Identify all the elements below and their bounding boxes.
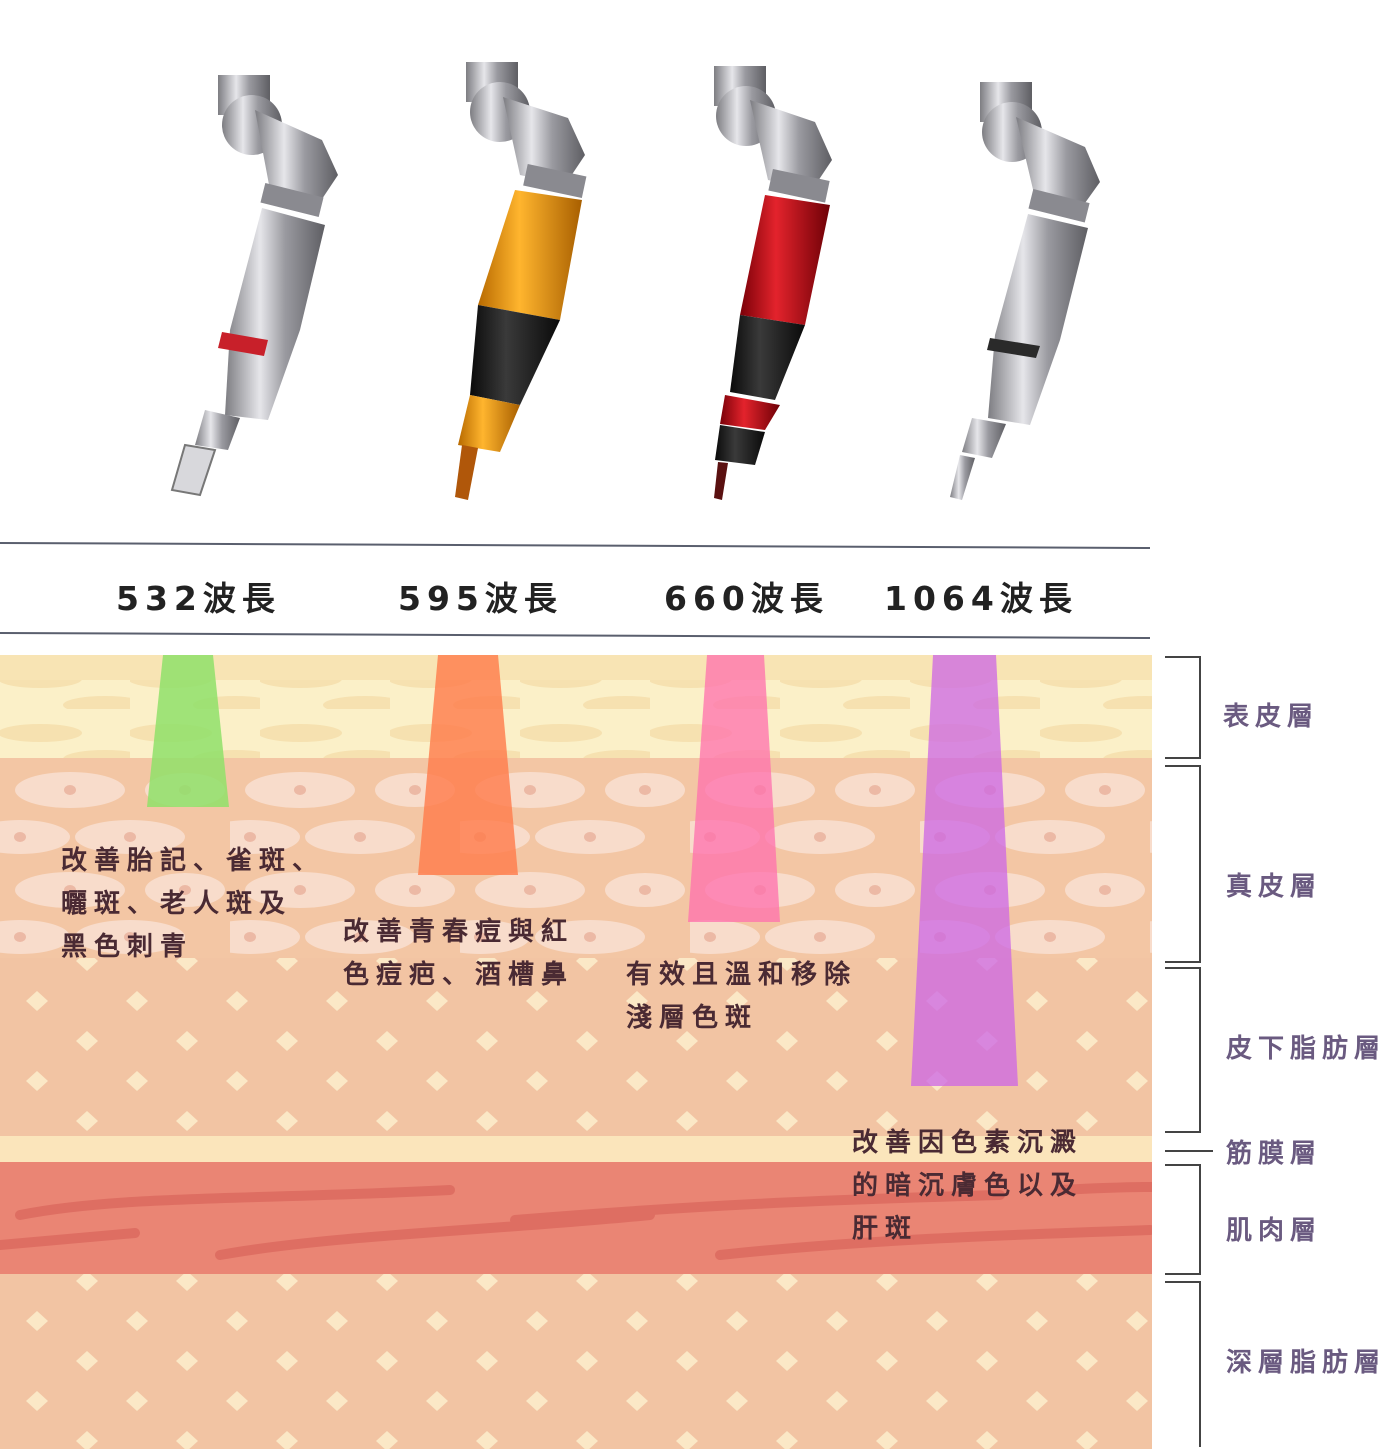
handpiece-660 [714, 66, 832, 500]
layer-label-subcutaneous-fat: 皮下脂肪層 [1226, 1034, 1387, 1064]
layer-label-muscle: 肌肉層 [1226, 1216, 1323, 1246]
description-660-line-2: 淺層色斑 [626, 1003, 759, 1033]
handpiece-532 [170, 75, 338, 497]
beam-660 [688, 655, 780, 922]
description-1064-line-3: 肝斑 [852, 1214, 919, 1244]
wavelength-label-1064: 1064波長 [884, 579, 1078, 618]
description-660-line-1: 有效且溫和移除 [626, 960, 858, 990]
description-595-line-1: 改善青春痘與紅 [343, 917, 575, 947]
description-532: 改善胎記、雀斑、 曬斑、老人斑及 黑色刺青 [61, 840, 325, 969]
layer-fascia [0, 1136, 1152, 1162]
description-532-line-3: 黑色刺青 [61, 932, 194, 962]
description-660: 有效且溫和移除 淺層色斑 [626, 954, 857, 1040]
wavelength-label-532: 532波長 [116, 579, 281, 618]
description-595: 改善青春痘與紅 色痘疤、酒槽鼻 [343, 911, 574, 997]
layer-brackets [1165, 656, 1213, 1447]
description-1064: 改善因色素沉澱 的暗沉膚色以及 肝斑 [852, 1122, 1083, 1251]
description-595-line-2: 色痘疤、酒槽鼻 [343, 960, 575, 990]
description-532-line-1: 改善胎記、雀斑、 [61, 846, 326, 876]
handpiece-1064 [950, 82, 1100, 500]
wavelength-header-lines [0, 542, 1151, 639]
skin-layers-diagram [0, 655, 1152, 1449]
layer-label-dermis: 真皮層 [1226, 872, 1323, 902]
beam-595 [418, 655, 518, 875]
beam-532 [147, 655, 229, 807]
beam-1064 [911, 655, 1018, 1086]
description-532-line-2: 曬斑、老人斑及 [61, 889, 293, 919]
description-1064-line-1: 改善因色素沉澱 [852, 1128, 1084, 1158]
handpieces-illustration [170, 62, 1100, 500]
layer-label-deep-fat: 深層脂肪層 [1226, 1348, 1387, 1378]
layer-label-epidermis: 表皮層 [1223, 702, 1320, 732]
wavelength-label-595: 595波長 [398, 579, 563, 618]
layer-label-fascia: 筋膜層 [1226, 1139, 1323, 1169]
handpiece-595 [455, 62, 587, 500]
description-1064-line-2: 的暗沉膚色以及 [852, 1171, 1084, 1201]
wavelength-label-660: 660波長 [664, 579, 829, 618]
